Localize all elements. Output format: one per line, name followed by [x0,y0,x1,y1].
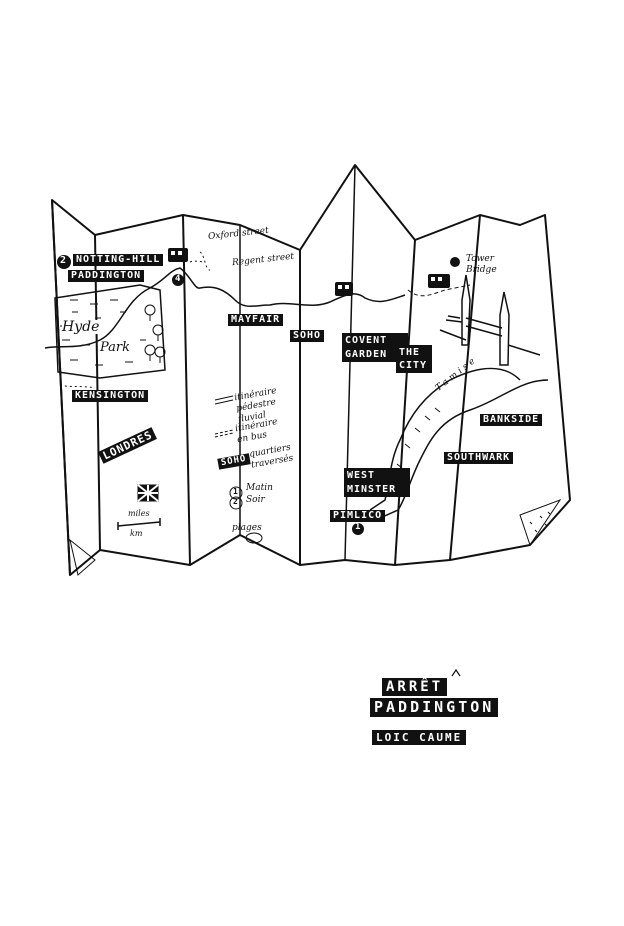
union-flag-icon [137,484,159,502]
district-notting-hill: NOTTING-HILL [73,254,164,266]
marker-1: 1 [355,522,361,532]
district-westminster: WEST MINSTER [344,468,410,497]
district-pimlico: PIMLICO [330,510,386,522]
cover-author: LOIC CAUME [372,730,467,745]
district-kensington: KENSINGTON [72,390,149,402]
bus-icons [168,248,450,296]
title-accent-icon [451,668,461,677]
marker-4: 4 [175,274,181,284]
cover-title-line2: PADDINGTON [370,698,499,717]
folded-map-outline [51,164,571,576]
district-the-city: THE CITY [396,345,432,373]
district-park: Park [100,340,131,355]
district-southwark: SOUTHWARK [444,452,514,464]
legend-evening-num: 2 [233,497,238,506]
tower-bridge-drawing [439,274,541,366]
legend-glyphs [214,395,263,544]
street-tower-bridge: Tower Bridge [466,254,497,275]
legend-morning-num: 1 [233,487,238,496]
legend-beaches: plages [232,523,262,533]
legend-evening: Soir [246,495,265,505]
cover-title-line1: ARRÊT [382,678,448,696]
corner-decorations [69,498,562,576]
regent-dotted [189,251,211,271]
scale-miles: miles [128,509,150,518]
map-markers [57,255,460,535]
bus-route [407,284,471,297]
district-hyde: Hyde [62,319,100,335]
marker-2: 2 [60,255,67,266]
district-soho: SOHO [290,330,325,342]
kensington-dotted [59,384,96,389]
district-bankside: BANKSIDE [480,414,543,426]
hyde-park-area [54,284,166,379]
legend-morning: Matin [246,483,273,493]
scale-bar [117,518,161,530]
scale-km: km [130,529,143,538]
district-paddington: PADDINGTON [68,270,145,282]
district-mayfair: MAYFAIR [228,314,284,326]
